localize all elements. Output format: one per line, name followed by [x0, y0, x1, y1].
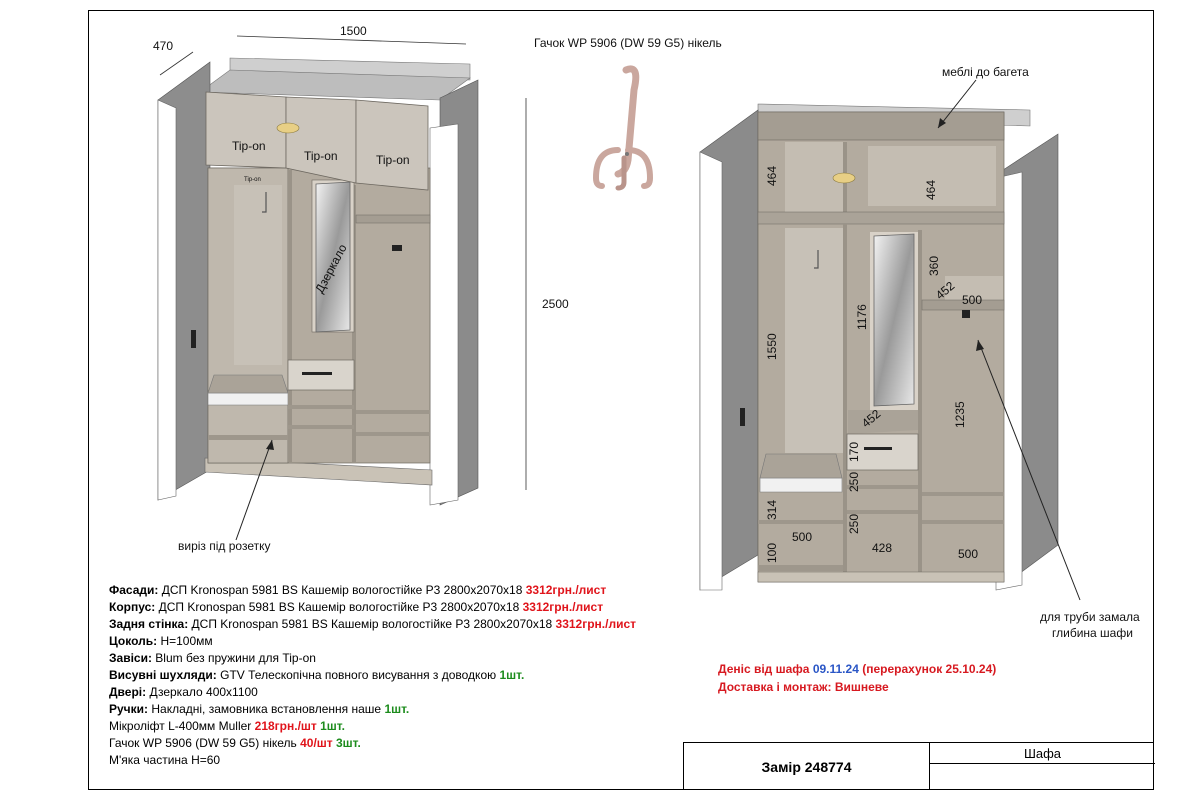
spec-row: М'яка частина Н=60	[109, 753, 221, 767]
coat-hook-image: Гачок WP 5906 (DW 59 G5) нікель	[534, 36, 722, 191]
dim-top-right: 464	[924, 180, 938, 200]
spec-row: Фасади: ДСП Kronospan 5981 BS Кашемір во…	[109, 583, 607, 597]
svg-text:Tip-on: Tip-on	[244, 177, 261, 183]
pipe-label-line2: глибина шафи	[1052, 626, 1133, 640]
dim-mid-width: 428	[872, 541, 892, 555]
right-wardrobe	[699, 103, 1059, 591]
left-dimensions: 1500 470 2500	[153, 24, 569, 490]
title-block: Замір 248774 Шафа	[683, 742, 1155, 790]
spec-row: Двері: Дзеркало 400х1100	[109, 685, 258, 699]
spec-row: Корпус: ДСП Kronospan 5981 BS Кашемір во…	[109, 600, 604, 614]
order-note: Деніс від шафа 09.11.24 (перерахунок 25.…	[718, 660, 996, 696]
dim-plinth: 100	[765, 543, 779, 563]
pipe-label-line1: для труби замала	[1040, 610, 1140, 624]
dim-height: 2500	[542, 297, 569, 311]
hook-caption: Гачок WP 5906 (DW 59 G5) нікель	[534, 36, 722, 50]
spec-row: Висувні шухляди: GTV Телескопічна повног…	[109, 668, 525, 682]
order-number: Замір 248774	[684, 743, 930, 790]
spec-list: Фасади: ДСП Kronospan 5981 BS Кашемір во…	[109, 582, 636, 769]
dim-left-bottom: 314	[765, 500, 779, 520]
tipon-label-2: Tip-on	[304, 149, 338, 163]
dim-left-width: 500	[792, 530, 812, 544]
spec-row: Цоколь: Н=100мм	[109, 634, 213, 648]
spec-row: Завіси: Blum без пружини для Tip-on	[109, 651, 316, 665]
socket-cutout-label: виріз під розетку	[178, 539, 271, 553]
dim-width: 1500	[340, 24, 367, 38]
spec-row: Мікроліфт L-400мм Muller 218грн./шт 1шт.	[109, 719, 345, 733]
order-note-line1: Деніс від шафа 09.11.24 (перерахунок 25.…	[718, 662, 997, 676]
spec-row: Задня стінка: ДСП Kronospan 5981 BS Каше…	[109, 617, 637, 631]
dim-mid-250a: 250	[847, 472, 861, 492]
dim-right-height: 1235	[953, 401, 967, 428]
dim-mid-250b: 250	[847, 514, 861, 534]
dim-right-500a: 500	[962, 293, 982, 307]
dim-top-left: 464	[765, 166, 779, 186]
item-name: Шафа	[930, 743, 1155, 764]
tipon-label-1: Tip-on	[232, 139, 266, 153]
dim-mid-drawer: 170	[847, 442, 861, 462]
dim-right-360: 360	[927, 256, 941, 276]
dim-mid-height: 1176	[855, 304, 869, 330]
dim-right-500b: 500	[958, 547, 978, 561]
spec-row: Ручки: Накладні, замовника встановлення …	[109, 702, 410, 716]
right-annotations: меблі до багета для труби замала глибина…	[937, 65, 1140, 640]
cornice-label: меблі до багета	[942, 65, 1029, 79]
left-wardrobe: Tip-on Tip-on Tip-on Tip-on Дзеркало вир…	[157, 57, 479, 553]
order-note-line2: Доставка і монтаж: Вишневе	[718, 680, 889, 694]
dim-depth: 470	[153, 39, 173, 53]
tipon-label-3: Tip-on	[376, 153, 410, 167]
spec-row: Гачок WP 5906 (DW 59 G5) нікель 40/шт 3ш…	[109, 736, 361, 750]
dim-left-height: 1550	[765, 333, 779, 360]
